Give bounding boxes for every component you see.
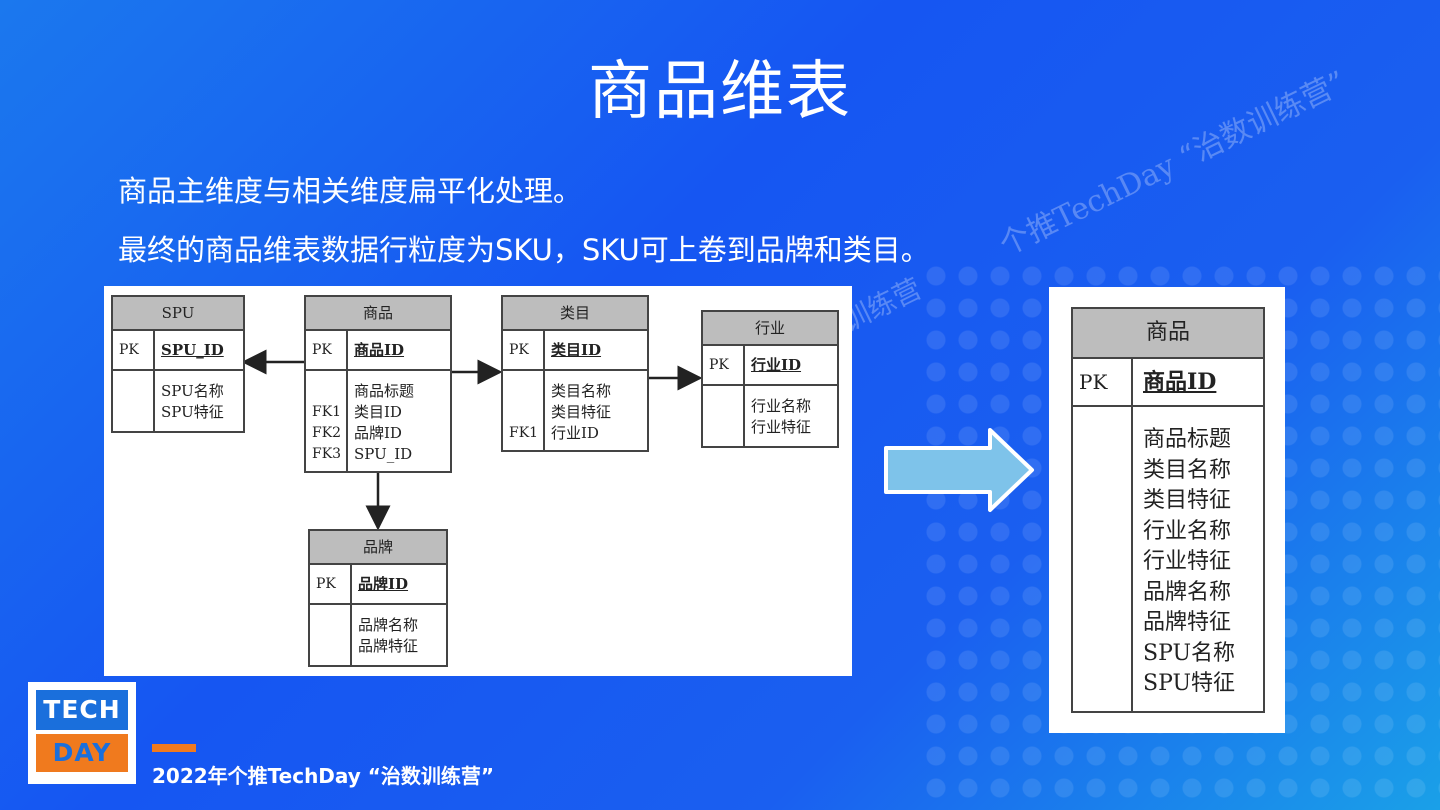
field: 品牌ID: [354, 424, 402, 442]
entity-category: 类目 PK 类目ID FK1 类目名称 类目特征 行业ID: [501, 295, 649, 452]
entity-title: 类目: [503, 297, 647, 331]
entity-title: SPU: [113, 297, 243, 331]
footer-text: 2022年个推TechDay “治数训练营”: [152, 764, 495, 788]
page-title: 商品维表: [588, 55, 852, 129]
field-list: SPU名称 SPU特征: [155, 371, 243, 431]
pk-label: PK: [310, 565, 352, 603]
fk-label: [509, 381, 543, 402]
pk-label: PK: [306, 331, 348, 369]
pk-label: PK: [703, 346, 745, 384]
field: SPU_ID: [354, 445, 413, 463]
fk-label: FK1: [312, 404, 342, 420]
accent-bar: [152, 744, 196, 752]
entity-title: 行业: [703, 312, 837, 346]
field: 行业ID: [551, 424, 599, 442]
fk-column: [703, 386, 745, 446]
transform-arrow-icon: [884, 428, 1034, 512]
pk-field: 商品ID: [354, 341, 405, 359]
field: 类目特征: [551, 403, 612, 421]
entity-title: 品牌: [310, 531, 446, 565]
field: 行业名称: [751, 397, 812, 415]
field: SPU名称: [161, 382, 224, 400]
er-diagram-panel: SPU PK SPU_ID SPU名称 SPU特征 商品 PK 商品ID FK1…: [104, 286, 852, 676]
pk-label: PK: [113, 331, 155, 369]
field: 行业特征: [1143, 549, 1232, 574]
entity-industry: 行业 PK 行业ID 行业名称 行业特征: [701, 310, 839, 448]
er-connectors: [241, 349, 703, 531]
field: 行业特征: [751, 418, 812, 436]
entity-spu: SPU PK SPU_ID SPU名称 SPU特征: [111, 295, 245, 433]
field: 类目名称: [551, 382, 612, 400]
entity-brand: 品牌 PK 品牌ID 品牌名称 品牌特征: [308, 529, 448, 667]
field-list: 品牌名称 品牌特征: [352, 605, 446, 665]
field: 类目ID: [354, 403, 402, 421]
fk-label: FK1: [509, 425, 539, 441]
pk-label: PK: [503, 331, 545, 369]
fk-label: FK3: [312, 446, 342, 462]
bullet-text-1: 商品主维度与相关维度扁平化处理。: [118, 174, 583, 208]
entity-product: 商品 PK 商品ID FK1 FK2 FK3 商品标题 类目ID 品牌ID SP…: [304, 295, 452, 473]
fk-column: [113, 371, 155, 431]
field: 类目特征: [1143, 488, 1232, 513]
entity-title: 商品: [306, 297, 450, 331]
fk-label: FK2: [312, 425, 342, 441]
field-list: 行业名称 行业特征: [745, 386, 837, 446]
field-list: 商品标题 类目ID 品牌ID SPU_ID: [348, 371, 450, 471]
bullet-text-2: 最终的商品维表数据行粒度为SKU，SKU可上卷到品牌和类目。: [118, 233, 930, 267]
fk-column: FK1 FK2 FK3: [306, 371, 348, 471]
field-list: 商品标题 类目名称 类目特征 行业名称 行业特征 品牌名称 品牌特征 SPU名称…: [1133, 407, 1263, 711]
field: 行业名称: [1143, 518, 1232, 544]
pk-label: PK: [1073, 359, 1133, 405]
fk-column: [1073, 407, 1133, 711]
fk-label: [312, 381, 346, 402]
field-list: 类目名称 类目特征 行业ID: [545, 371, 647, 450]
pk-field: 品牌ID: [358, 575, 409, 593]
logo-top-text: TECH: [36, 690, 128, 730]
entity-title: 商品: [1073, 309, 1263, 359]
pk-field: 行业ID: [751, 356, 802, 374]
field: 品牌特征: [358, 637, 419, 655]
flat-table-panel: 商品 PK 商品ID 商品标题 类目名称 类目特征 行业名称 行业特征 品牌名称…: [1049, 287, 1285, 733]
field: 商品标题: [354, 382, 415, 400]
field: SPU特征: [161, 403, 224, 421]
fk-column: FK1: [503, 371, 545, 450]
pk-field: 类目ID: [551, 341, 602, 359]
field: 品牌名称: [358, 616, 419, 634]
fk-label: [509, 402, 543, 423]
field: 类目名称: [1143, 457, 1232, 483]
pk-field: 商品ID: [1143, 369, 1217, 395]
entity-product-flat: 商品 PK 商品ID 商品标题 类目名称 类目特征 行业名称 行业特征 品牌名称…: [1071, 307, 1265, 713]
field: SPU特征: [1143, 671, 1236, 696]
field: 品牌特征: [1143, 610, 1232, 635]
field: SPU名称: [1143, 640, 1236, 666]
logo-bottom-text: DAY: [36, 734, 128, 772]
field: 品牌名称: [1143, 579, 1232, 605]
fk-column: [310, 605, 352, 665]
field: 商品标题: [1143, 427, 1232, 452]
techday-logo: TECH DAY: [28, 682, 136, 784]
pk-field: SPU_ID: [161, 341, 224, 359]
